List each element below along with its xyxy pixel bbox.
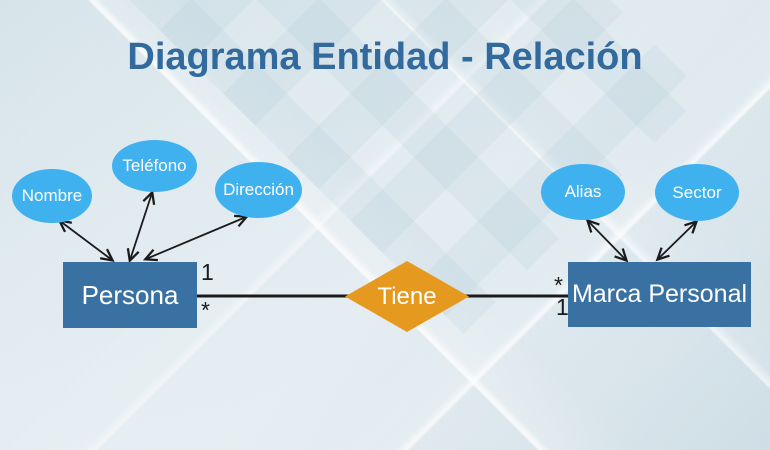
attribute-label: Teléfono: [122, 156, 187, 175]
attribute-connector-direccion: [146, 217, 246, 259]
entity-box-persona: Persona: [63, 262, 197, 328]
entity-label: Marca Personal: [571, 280, 748, 308]
attribute-label: Alias: [564, 182, 602, 201]
attribute-label: Nombre: [21, 186, 83, 205]
entity-label: Persona: [81, 279, 179, 310]
attribute-label: Dirección: [223, 180, 294, 199]
cardinality-marca-bottom: 1: [556, 294, 569, 320]
cardinality-marca-top: *: [554, 272, 563, 298]
page-title: Diagrama Entidad - Relación: [127, 36, 643, 78]
attribute-connector-sector: [658, 222, 696, 259]
relationship-diamond-tiene: Tiene: [345, 261, 469, 332]
attribute-connector-alias: [588, 221, 626, 260]
attribute-ellipse-alias: Alias: [541, 164, 625, 220]
relationship-label: Tiene: [377, 282, 437, 310]
entity-box-marca-personal: Marca Personal: [568, 262, 751, 327]
attribute-connector-nombre: [60, 221, 112, 260]
attribute-ellipse-nombre: Nombre: [12, 169, 92, 223]
attribute-ellipse-direccion: Dirección: [215, 162, 302, 218]
cardinality-persona-bottom: *: [201, 297, 210, 323]
attribute-ellipse-telefono: Teléfono: [112, 140, 197, 192]
attribute-ellipse-sector: Sector: [655, 164, 739, 221]
attribute-label: Sector: [672, 182, 722, 202]
cardinality-persona-top: 1: [201, 259, 214, 285]
attribute-connector-telefono: [130, 193, 152, 260]
